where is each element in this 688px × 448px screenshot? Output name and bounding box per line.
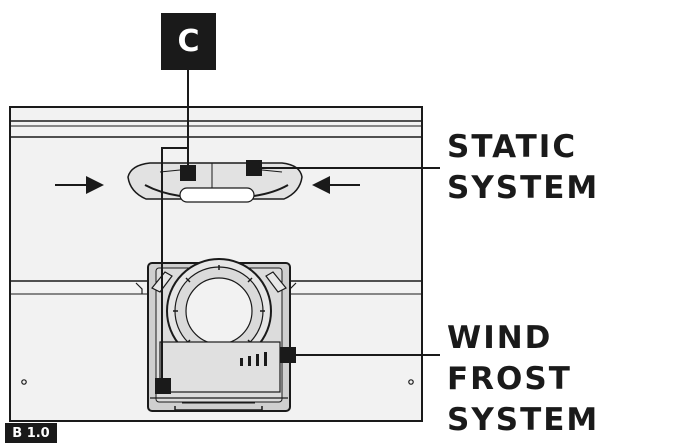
- marker-static-system: [246, 160, 262, 176]
- leader-lines: [161, 70, 440, 378]
- c-badge: C: [161, 13, 216, 70]
- wind-frost-system-label: WIND FROST SYSTEM: [447, 318, 688, 441]
- static-system-label: STATIC SYSTEM: [447, 127, 599, 209]
- static-system-line-1: STATIC: [447, 129, 578, 165]
- static-system-line-2: SYSTEM: [447, 170, 600, 206]
- wind-frost-unit: [147, 258, 291, 412]
- marker-wind-frost: [280, 347, 296, 363]
- airflow-arrows: [55, 176, 360, 194]
- marker-squares: [155, 160, 296, 394]
- marker-c-wind: [155, 378, 171, 394]
- figure-label: B 1.0: [5, 423, 57, 443]
- wind-frost-line-1: WIND FROST: [447, 320, 572, 397]
- wind-frost-line-2: SYSTEM: [447, 402, 600, 438]
- marker-c-static: [180, 165, 196, 181]
